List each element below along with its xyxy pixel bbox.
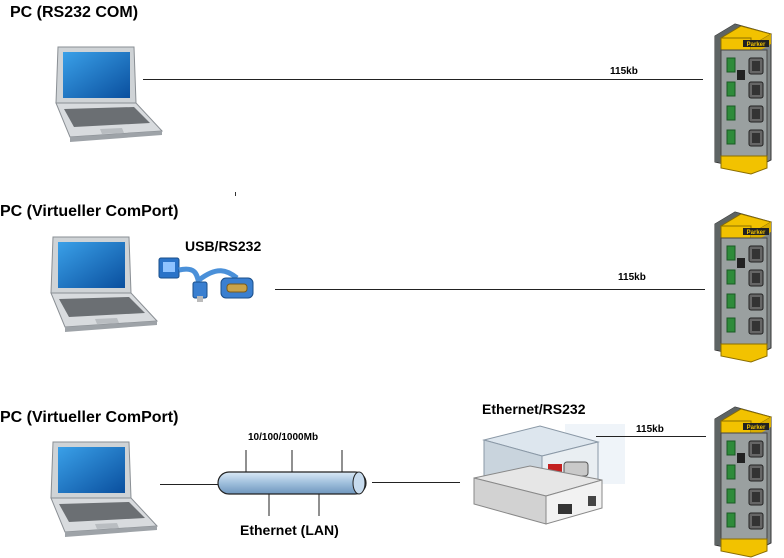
serial-cable-line bbox=[596, 436, 706, 437]
ethernet-cable-right bbox=[372, 482, 460, 483]
servo-drive-icon: Parker bbox=[714, 211, 773, 363]
servo-drive-icon: Parker bbox=[714, 406, 773, 558]
network-speed-label: 10/100/1000Mb bbox=[248, 432, 319, 443]
row3-speed-label: 115kb bbox=[636, 424, 664, 435]
ethernet-cable-left bbox=[160, 484, 218, 485]
usb-rs232-adapter-icon bbox=[158, 257, 254, 302]
row3-title: PC (Virtueller ComPort) bbox=[0, 409, 179, 426]
usb-adapter-label: USB/RS232 bbox=[185, 238, 262, 254]
svg-text:Parker: Parker bbox=[747, 230, 766, 236]
svg-text:Parker: Parker bbox=[747, 425, 766, 431]
ethernet-rs232-converter-icon bbox=[473, 424, 625, 525]
serial-cable-line bbox=[275, 289, 705, 290]
laptop-icon bbox=[50, 441, 159, 537]
servo-drive-icon: Parker bbox=[714, 23, 773, 175]
network-label: Ethernet (LAN) bbox=[240, 522, 339, 538]
ethernet-bus-icon bbox=[217, 450, 367, 516]
svg-text:Parker: Parker bbox=[747, 42, 766, 48]
row1-title: PC (RS232 COM) bbox=[10, 4, 139, 21]
serial-cable-line bbox=[143, 79, 703, 80]
laptop-icon bbox=[55, 46, 164, 142]
row2-speed-label: 115kb bbox=[618, 272, 646, 283]
stray-dot bbox=[235, 192, 236, 196]
row1-speed-label: 115kb bbox=[610, 66, 638, 77]
row2-title: PC (Virtueller ComPort) bbox=[0, 203, 179, 220]
laptop-icon bbox=[50, 236, 159, 332]
converter-label: Ethernet/RS232 bbox=[482, 401, 586, 417]
